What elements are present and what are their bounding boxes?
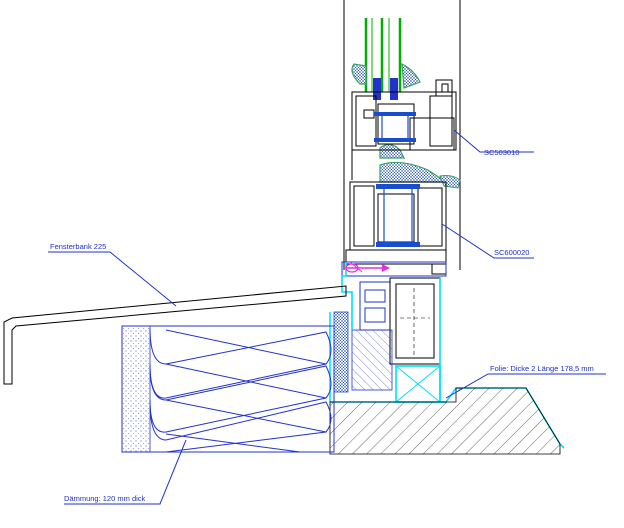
profile-sash-sc503010 <box>351 79 457 180</box>
window-sill-board <box>3 285 347 385</box>
label-fensterbank: Fensterbank 225 <box>50 242 106 251</box>
label-profile-top: SC503010 <box>484 148 519 157</box>
insulation-zigzag-icon <box>149 327 332 453</box>
profile-frame-sc600020 <box>345 181 447 275</box>
sub-sill-profile <box>341 261 447 365</box>
label-insulation: Dämmung: 120 mm dick <box>64 494 146 503</box>
glazing-pane <box>364 18 402 100</box>
sill-insulation-block <box>351 329 441 403</box>
wall-outline <box>343 0 461 270</box>
label-leaders <box>48 129 606 505</box>
label-profile-bottom: SC600020 <box>494 248 529 257</box>
sill-seal-strip <box>333 311 349 393</box>
sash-thermal-break <box>374 112 416 142</box>
glazing-gasket <box>351 62 461 189</box>
frame-thermal-break <box>376 184 420 247</box>
direction-arrow-icon <box>345 261 390 273</box>
label-foil: Folie: Dicke 2 Länge 178,5 mm <box>490 364 594 373</box>
masonry-hatch <box>329 387 561 455</box>
insulation-panel <box>121 325 335 453</box>
